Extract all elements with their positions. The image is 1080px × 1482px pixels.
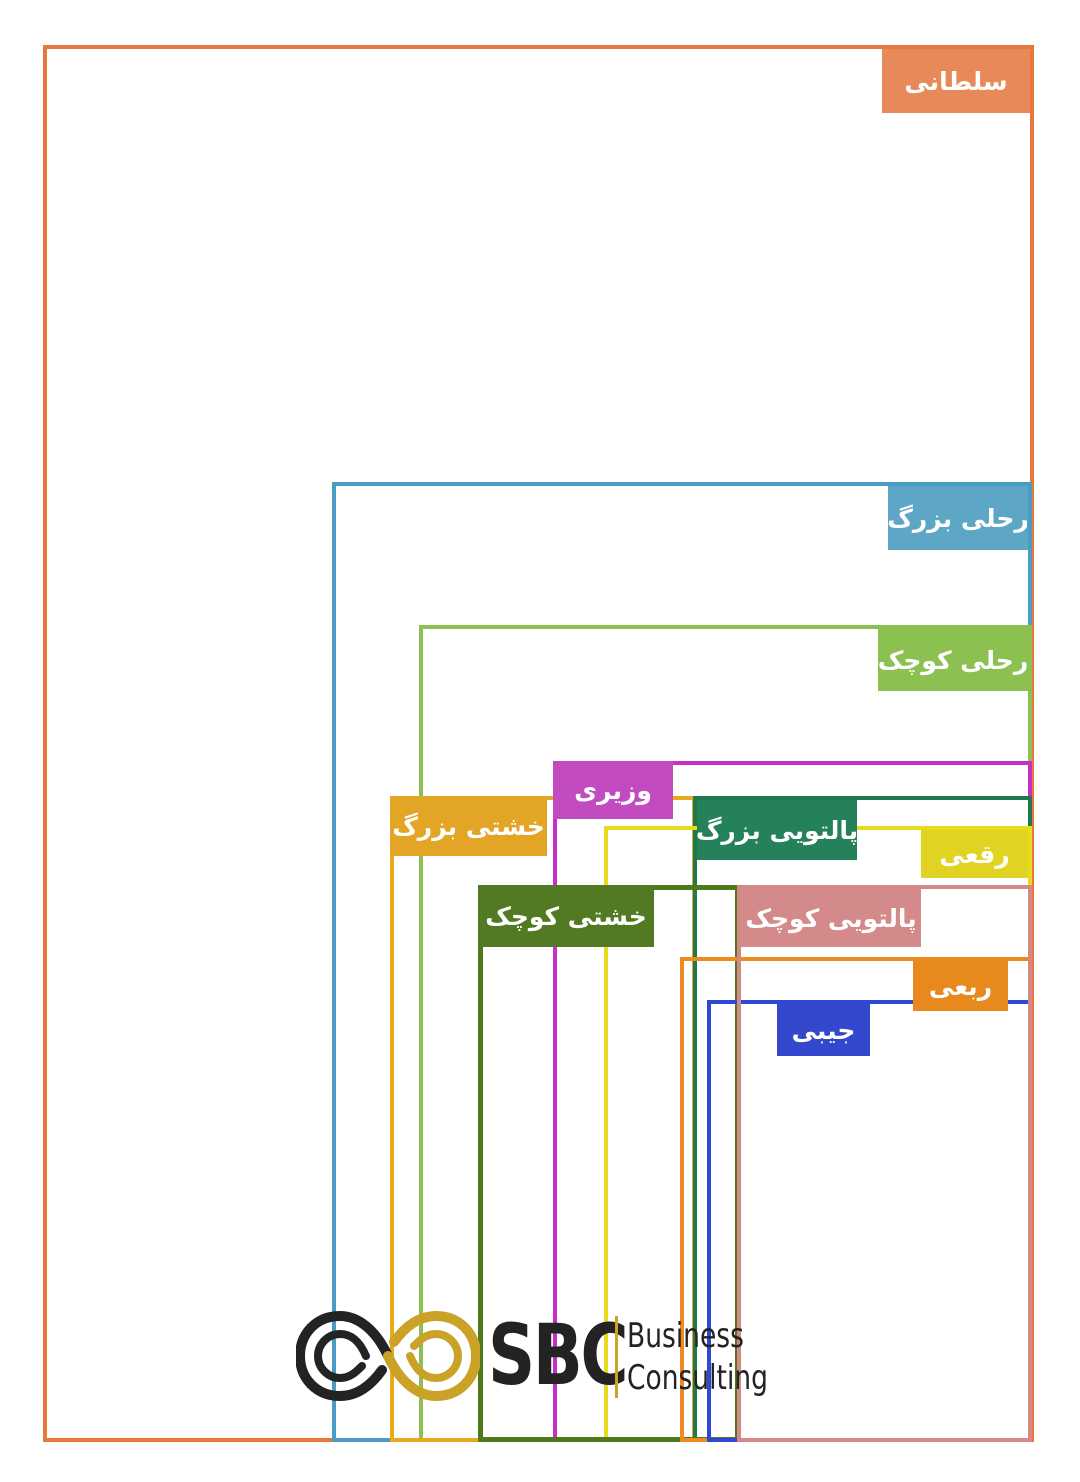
tag-roghei: رقعی <box>921 830 1028 878</box>
logo-line-consulting: Consulting <box>627 1358 768 1398</box>
tag-rahli-kuchak: رحلی کوچک <box>878 629 1028 691</box>
tag-rahli-bozorg: رحلی بزرگ <box>887 486 1029 550</box>
tag-jibi: جیبی <box>777 1004 870 1056</box>
tag-vaziri: وزیری <box>553 761 673 819</box>
sbc-logo-icon <box>296 1310 480 1402</box>
tag-soltani: سلطانی <box>882 49 1030 113</box>
logo-brand-name: SBC <box>488 1306 629 1404</box>
frame-paltoei-kuchak <box>737 885 1032 1442</box>
logo-divider <box>615 1316 618 1398</box>
logo-line-business: Business <box>627 1316 744 1356</box>
tag-robei: ربعی <box>913 961 1008 1011</box>
tag-paltoei-kuchak: پالتویی کوچک <box>741 889 921 947</box>
tag-kheshti-bozorg: خشتی بزرگ <box>390 796 547 856</box>
tag-kheshti-kuchak: خشتی کوچک <box>478 885 654 947</box>
tag-paltoei-bozorg: پالتویی بزرگ <box>696 800 858 860</box>
